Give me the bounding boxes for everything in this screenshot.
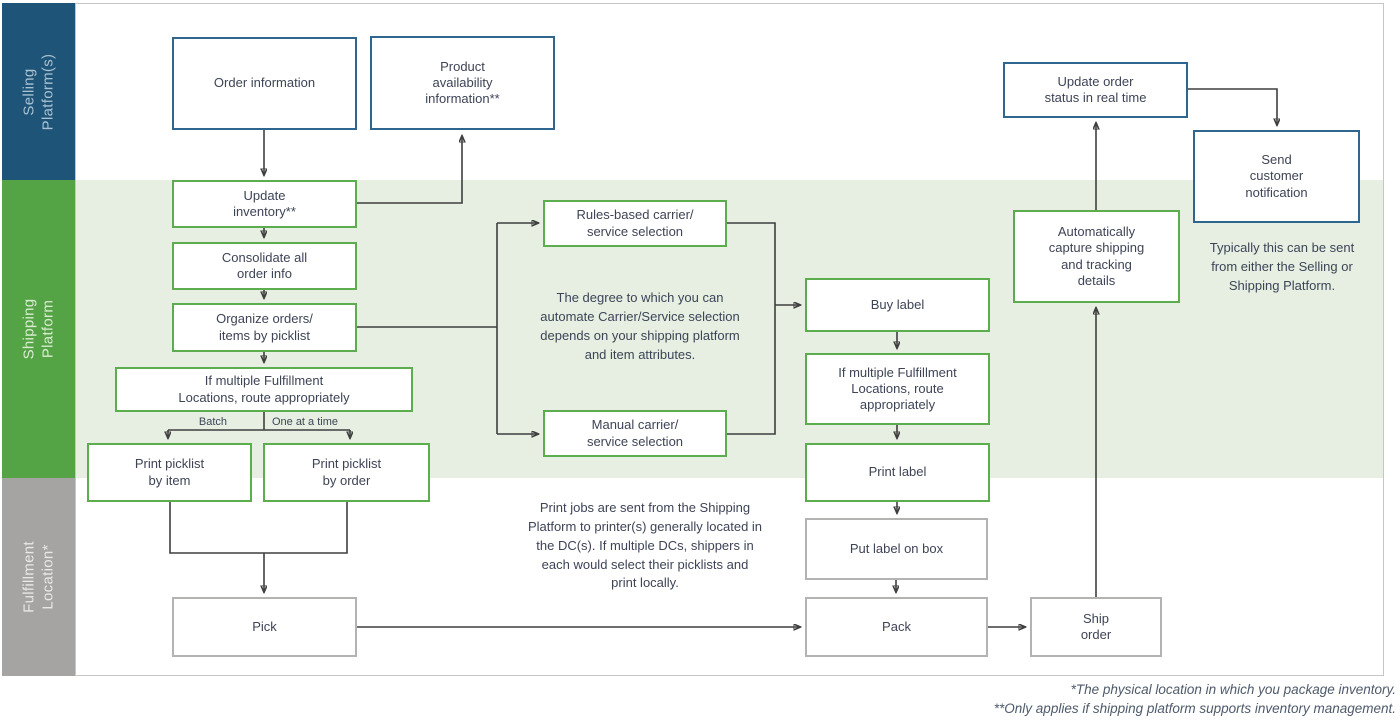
node-ship-order: Ship order: [1030, 597, 1162, 657]
node-order-information: Order information: [172, 37, 357, 130]
node-pick: Pick: [172, 597, 357, 657]
node-route-appropriately-1: If multiple Fulfillment Locations, route…: [115, 367, 413, 412]
edge-label-batch: Batch: [198, 416, 228, 428]
node-put-label-on-box: Put label on box: [805, 518, 988, 580]
node-rules-based-selection: Rules-based carrier/ service selection: [543, 200, 727, 247]
node-update-order-status: Update order status in real time: [1003, 62, 1188, 118]
node-send-customer-notification: Send customer notification: [1193, 130, 1360, 223]
connector-arrows: [168, 88, 1277, 627]
node-manual-selection: Manual carrier/ service selection: [543, 410, 727, 457]
node-update-inventory: Update inventory**: [172, 180, 357, 228]
node-organize-orders: Organize orders/ items by picklist: [172, 303, 357, 352]
node-route-appropriately-2: If multiple Fulfillment Locations, route…: [805, 353, 990, 425]
footnote-inventory-management: **Only applies if shipping platform supp…: [993, 700, 1396, 716]
node-print-picklist-by-item: Print picklist by item: [87, 443, 252, 502]
node-print-picklist-by-order: Print picklist by order: [263, 443, 430, 502]
lane-selling-platform: Selling Platform(s): [2, 3, 75, 180]
lane-shipping-platform: Shipping Platform: [2, 180, 75, 478]
node-auto-capture: Automatically capture shipping and track…: [1013, 210, 1180, 303]
node-buy-label: Buy label: [805, 278, 990, 332]
node-product-availability: Product availability information**: [370, 36, 555, 130]
node-print-label: Print label: [805, 443, 990, 502]
node-pack: Pack: [805, 597, 988, 657]
footnote-physical-location: *The physical location in which you pack…: [1070, 682, 1396, 697]
lane-fulfillment-location: Fulfillment Location*: [2, 478, 75, 676]
node-consolidate-order-info: Consolidate all order info: [172, 242, 357, 290]
annotation-typically-sent: Typically this can be sent from either t…: [1209, 240, 1355, 293]
edge-label-one-at-a-time: One at a time: [271, 416, 339, 428]
footnotes: *The physical location in which you pack…: [994, 681, 1396, 719]
annotation-print-jobs: Print jobs are sent from the Shipping Pl…: [527, 500, 763, 591]
annotation-carrier-selection: The degree to which you can automate Car…: [540, 290, 740, 362]
